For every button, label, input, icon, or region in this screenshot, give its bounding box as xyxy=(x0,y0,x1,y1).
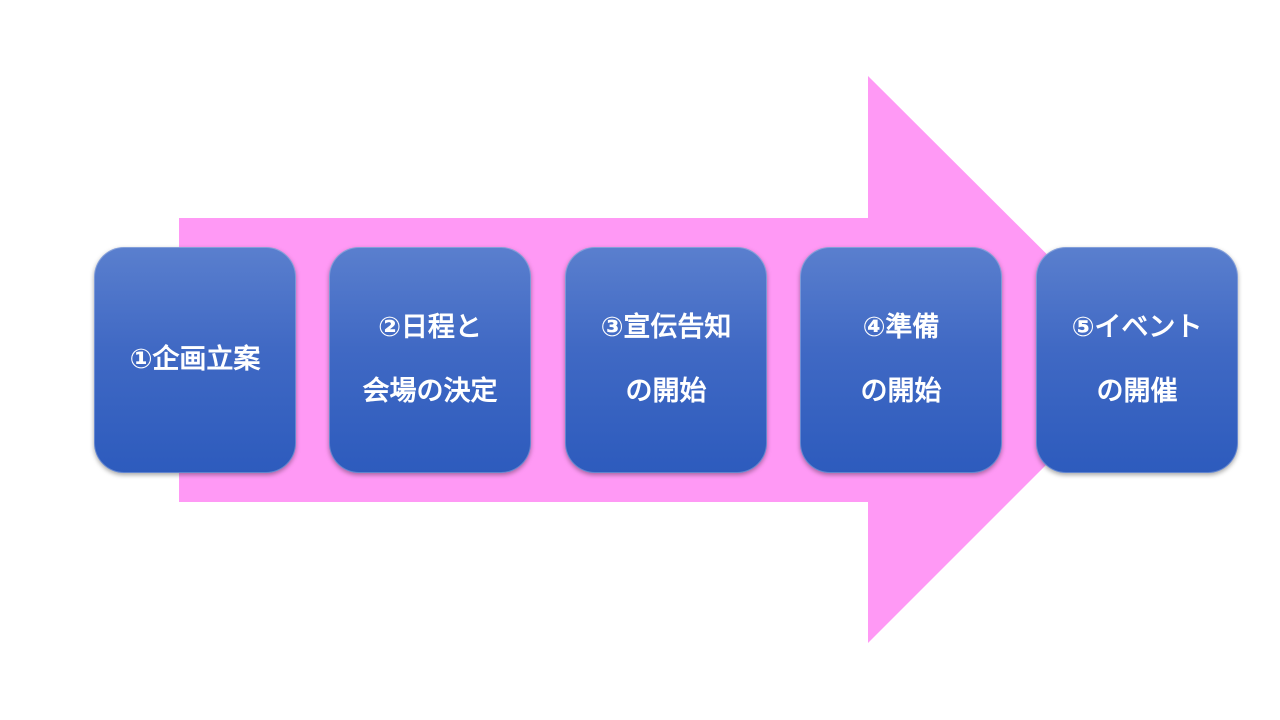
step-3-line-1: ③宣伝告知 xyxy=(600,312,732,343)
step-5-line-1: ⑤イベント xyxy=(1071,312,1203,343)
step-2-line-2: 会場の決定 xyxy=(362,376,498,407)
step-label-5: ⑤イベント の開催 xyxy=(1072,296,1203,424)
step-label-3: ③宣伝告知 の開始 xyxy=(601,296,732,424)
step-2-line-1: ②日程と xyxy=(378,312,482,343)
step-box-1: ①企画立案 xyxy=(94,247,296,473)
step-box-3: ③宣伝告知 の開始 xyxy=(565,247,767,473)
step-3-line-2: の開始 xyxy=(625,376,707,407)
step-label-4: ④準備 の開始 xyxy=(861,296,942,424)
step-label-2: ②日程と 会場の決定 xyxy=(363,296,498,424)
step-label-1: ①企画立案 xyxy=(130,328,261,392)
step-1-line-1: ①企画立案 xyxy=(129,344,261,375)
step-box-4: ④準備 の開始 xyxy=(800,247,1002,473)
step-4-line-2: の開始 xyxy=(860,376,942,407)
step-4-line-1: ④準備 xyxy=(862,312,940,343)
step-5-line-2: の開催 xyxy=(1096,376,1178,407)
step-box-2: ②日程と 会場の決定 xyxy=(329,247,531,473)
step-box-5: ⑤イベント の開催 xyxy=(1036,247,1238,473)
